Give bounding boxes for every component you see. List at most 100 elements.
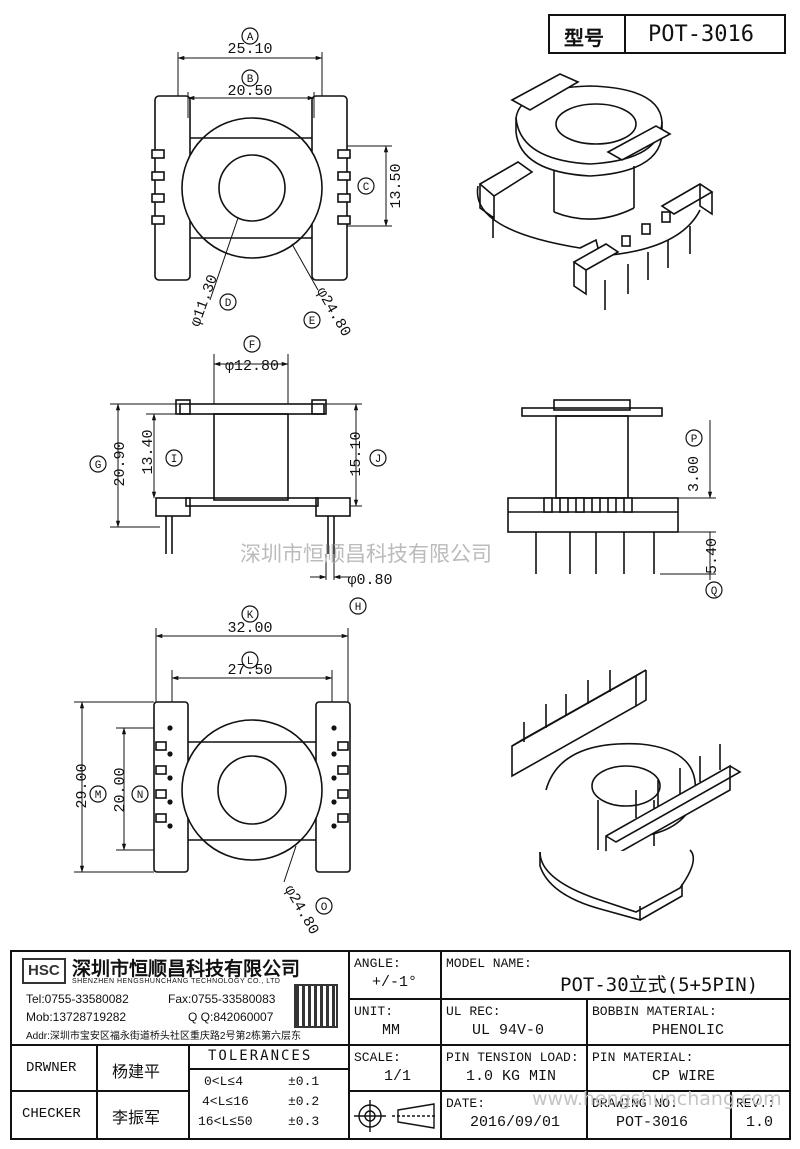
dim-E: φ24.80 E — [303, 285, 354, 340]
drawner-label: DRWNER — [26, 1060, 77, 1076]
front-view — [110, 354, 362, 580]
checker-label: CHECKER — [22, 1106, 81, 1122]
tol-value-3: ±0.3 — [288, 1114, 320, 1129]
model-name-value: POT-30立式(5+5PIN) — [560, 974, 759, 996]
checker-value: 李振军 — [112, 1110, 161, 1127]
angle-value: +/-1° — [372, 974, 418, 991]
projection-symbol-icon — [354, 1100, 436, 1132]
iso-view-top — [476, 73, 714, 310]
dim-B: B 20.50 — [227, 69, 273, 100]
dim-N: 20.00 N — [112, 767, 149, 813]
scale-label: SCALE: — [354, 1050, 401, 1065]
type-label: 型号 — [564, 28, 604, 50]
svg-text:29.00: 29.00 — [74, 763, 91, 808]
svg-text:32.00: 32.00 — [227, 620, 272, 637]
bobbin-material-value: PHENOLIC — [652, 1022, 725, 1039]
svg-text:20.00: 20.00 — [112, 767, 129, 812]
side-view — [507, 399, 716, 580]
company-fax: Fax:0755-33580083 — [168, 992, 276, 1006]
svg-text:Q: Q — [711, 586, 718, 598]
pin-material-value: CP WIRE — [652, 1068, 716, 1085]
svg-text:O: O — [321, 902, 328, 914]
svg-text:φ0.80: φ0.80 — [347, 572, 392, 589]
model-header: 型号 POT-3016 — [548, 14, 786, 54]
svg-text:M: M — [95, 790, 102, 802]
title-block: HSC 深圳市恒顺昌科技有限公司 SHENZHEN HENGSHUNCHANG … — [10, 950, 791, 1140]
dim-F: F φ12.80 — [225, 335, 279, 375]
svg-text:H: H — [355, 602, 362, 614]
dim-L: L 27.50 — [227, 651, 273, 679]
dim-J: 15.10 J — [348, 431, 387, 477]
tol-range-2: 4<L≤16 — [202, 1094, 249, 1109]
iso-view-bottom — [511, 669, 742, 922]
svg-text:F: F — [249, 340, 256, 352]
dim-M: 29.00 M — [74, 763, 107, 809]
svg-text:φ24.80: φ24.80 — [312, 285, 354, 340]
svg-text:C: C — [363, 182, 370, 194]
svg-text:25.10: 25.10 — [227, 41, 272, 58]
scale-value: 1/1 — [384, 1068, 412, 1085]
svg-text:J: J — [375, 454, 382, 466]
company-mob: Mob:13728719282 — [26, 1010, 127, 1024]
svg-text:φ24.80: φ24.80 — [280, 883, 322, 938]
company-logo: HSC — [22, 958, 66, 984]
company-tel: Tel:0755-33580082 — [26, 992, 129, 1006]
dim-I: 13.40 I — [140, 429, 183, 475]
dim-P: P 3.00 — [685, 429, 703, 492]
pin-material-label: PIN MATERIAL: — [592, 1050, 694, 1065]
bobbin-material-label: BOBBIN MATERIAL: — [592, 1004, 717, 1019]
pin-tension-label: PIN TENSION LOAD: — [446, 1050, 579, 1065]
svg-text:E: E — [309, 316, 316, 328]
svg-text:13.40: 13.40 — [140, 429, 157, 474]
top-view — [151, 52, 392, 301]
dim-O: φ24.80 O — [280, 883, 333, 938]
unit-label: UNIT: — [354, 1004, 394, 1019]
dim-K: K 32.00 — [227, 605, 273, 637]
svg-text:20.50: 20.50 — [227, 83, 272, 100]
type-value: POT-3016 — [648, 22, 754, 47]
svg-text:27.50: 27.50 — [227, 662, 272, 679]
svg-text:13.50: 13.50 — [388, 163, 405, 208]
tol-value-2: ±0.2 — [288, 1094, 320, 1109]
ul-rec-value: UL 94V-0 — [472, 1022, 545, 1039]
dim-H: φ0.80 H — [347, 572, 393, 615]
svg-text:φ11.30: φ11.30 — [187, 273, 221, 330]
footer-watermark: www.hengshunchang.com — [532, 1088, 782, 1110]
svg-text:I: I — [171, 454, 178, 466]
bottom-view — [74, 628, 351, 883]
tolerances-label: TOLERANCES — [208, 1048, 313, 1064]
date-label: DATE: — [446, 1096, 486, 1111]
company-logo-text: HSC — [28, 962, 60, 979]
qr-code-icon — [294, 984, 338, 1028]
technical-drawing: A 25.10 B 20.50 C 13.50 φ11.30 D φ24.80 … — [74, 27, 742, 938]
drawner-value: 杨建平 — [112, 1064, 161, 1081]
company-name-cn: 深圳市恒顺昌科技有限公司 — [72, 959, 301, 980]
drawing-no-label: DRAWING NO: — [592, 1096, 678, 1111]
drawing-no-value: POT-3016 — [616, 1114, 689, 1131]
svg-text:A: A — [247, 32, 254, 44]
svg-text:B: B — [247, 74, 254, 86]
svg-text:N: N — [137, 790, 144, 802]
svg-text:20.90: 20.90 — [112, 441, 129, 486]
dim-Q: 5.40 Q — [704, 538, 723, 599]
dim-A: A 25.10 — [227, 27, 273, 58]
tol-range-1: 0<L≤4 — [204, 1074, 244, 1089]
company-qq: Q Q:842060007 — [188, 1010, 274, 1024]
unit-value: MM — [382, 1022, 401, 1039]
dim-C: C 13.50 — [357, 163, 405, 209]
svg-text:15.10: 15.10 — [348, 431, 365, 476]
rev-value: 1.0 — [746, 1114, 774, 1131]
tol-value-1: ±0.1 — [288, 1074, 320, 1089]
center-watermark: 深圳市恒顺昌科技有限公司 — [240, 542, 492, 566]
dim-D: φ11.30 D — [187, 273, 237, 330]
company-name-en: SHENZHEN HENGSHUNCHANG TECHNOLOGY CO., L… — [72, 978, 281, 985]
rev-label: REV.: — [736, 1096, 776, 1111]
svg-text:φ12.80: φ12.80 — [225, 358, 279, 375]
angle-label: ANGLE: — [354, 956, 401, 971]
ul-rec-label: UL REC: — [446, 1004, 501, 1019]
svg-text:5.40: 5.40 — [704, 538, 721, 574]
svg-text:L: L — [247, 656, 254, 668]
svg-text:G: G — [95, 460, 102, 472]
model-name-label: MODEL NAME: — [446, 956, 532, 971]
tol-range-3: 16<L≤50 — [198, 1114, 253, 1129]
